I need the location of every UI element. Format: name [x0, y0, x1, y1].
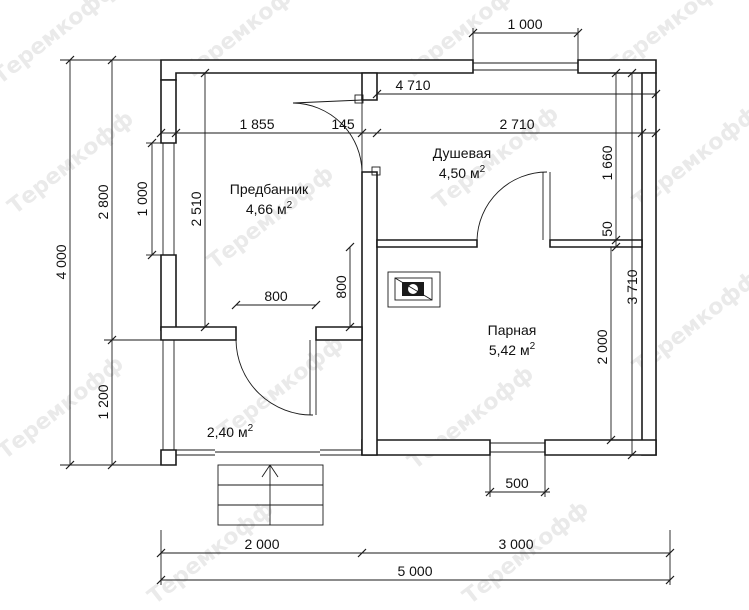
- dim-bottom-window: 500: [505, 475, 529, 491]
- dim-50: 50: [599, 221, 615, 237]
- entrance-steps: [217, 464, 324, 526]
- bottom-wall-right: [544, 439, 657, 456]
- left-wall-corner: [160, 449, 177, 466]
- porch-wall-right: [315, 326, 363, 341]
- dim-2710: 2 710: [499, 116, 534, 132]
- dim-145: 145: [331, 116, 355, 132]
- room-area-parnaya: 5,42 м2: [489, 341, 536, 358]
- dim-1660: 1 660: [599, 145, 615, 180]
- dim-bottom-2000: 2 000: [244, 536, 279, 552]
- room-area-porch: 2,40 м2: [207, 423, 254, 440]
- dim-left-window: 1 000: [134, 181, 150, 216]
- room-area-dushevaya: 4,50 м2: [439, 164, 486, 181]
- dim-2510: 2 510: [188, 191, 204, 226]
- room-labels: Предбанник 4,66 м2 Душевая 4,50 м2 Парна…: [207, 145, 537, 440]
- dimension-lines: 1 000 4 710 1 855 145 2 710 4 000 2 800 …: [53, 16, 675, 585]
- dim-3710: 3 710: [624, 269, 640, 304]
- porch-wall-left: [160, 326, 237, 341]
- dim-2000-right: 2 000: [594, 329, 610, 364]
- dim-left-1200: 1 200: [95, 384, 111, 419]
- watermark: Теремкофф: [403, 361, 538, 474]
- shower-parnaya-wall-right: [549, 239, 643, 248]
- shower-parnaya-wall-left: [376, 239, 478, 248]
- room-name-predbannik: Предбанник: [230, 181, 309, 197]
- room-area-predbannik: 4,66 м2: [246, 200, 293, 217]
- central-partition: [361, 171, 378, 456]
- dim-4710: 4 710: [395, 77, 430, 93]
- walls: [160, 59, 657, 466]
- dim-bottom-3000: 3 000: [498, 536, 533, 552]
- bottom-wall-left: [361, 439, 491, 456]
- doors: [215, 94, 551, 453]
- dim-left-4000: 4 000: [53, 244, 69, 279]
- dim-1855: 1 855: [239, 116, 274, 132]
- dim-door-800-h: 800: [264, 288, 288, 304]
- stove-icon: [387, 271, 441, 308]
- room-name-dushevaya: Душевая: [433, 145, 491, 161]
- dim-bottom-5000: 5 000: [397, 563, 432, 579]
- top-wall-right: [577, 59, 657, 74]
- dim-top-window: 1 000: [507, 16, 542, 32]
- dim-door-800-v: 800: [333, 275, 349, 299]
- left-wall-upper: [160, 79, 177, 144]
- dim-left-2800: 2 800: [95, 184, 111, 219]
- watermark: Теремкофф: [3, 106, 138, 219]
- left-wall-middle: [160, 254, 177, 331]
- watermark: Теремкофф: [0, 0, 124, 90]
- watermark: Теремкофф: [203, 161, 338, 274]
- room-name-parnaya: Парная: [488, 322, 537, 338]
- central-partition-top: [361, 72, 378, 101]
